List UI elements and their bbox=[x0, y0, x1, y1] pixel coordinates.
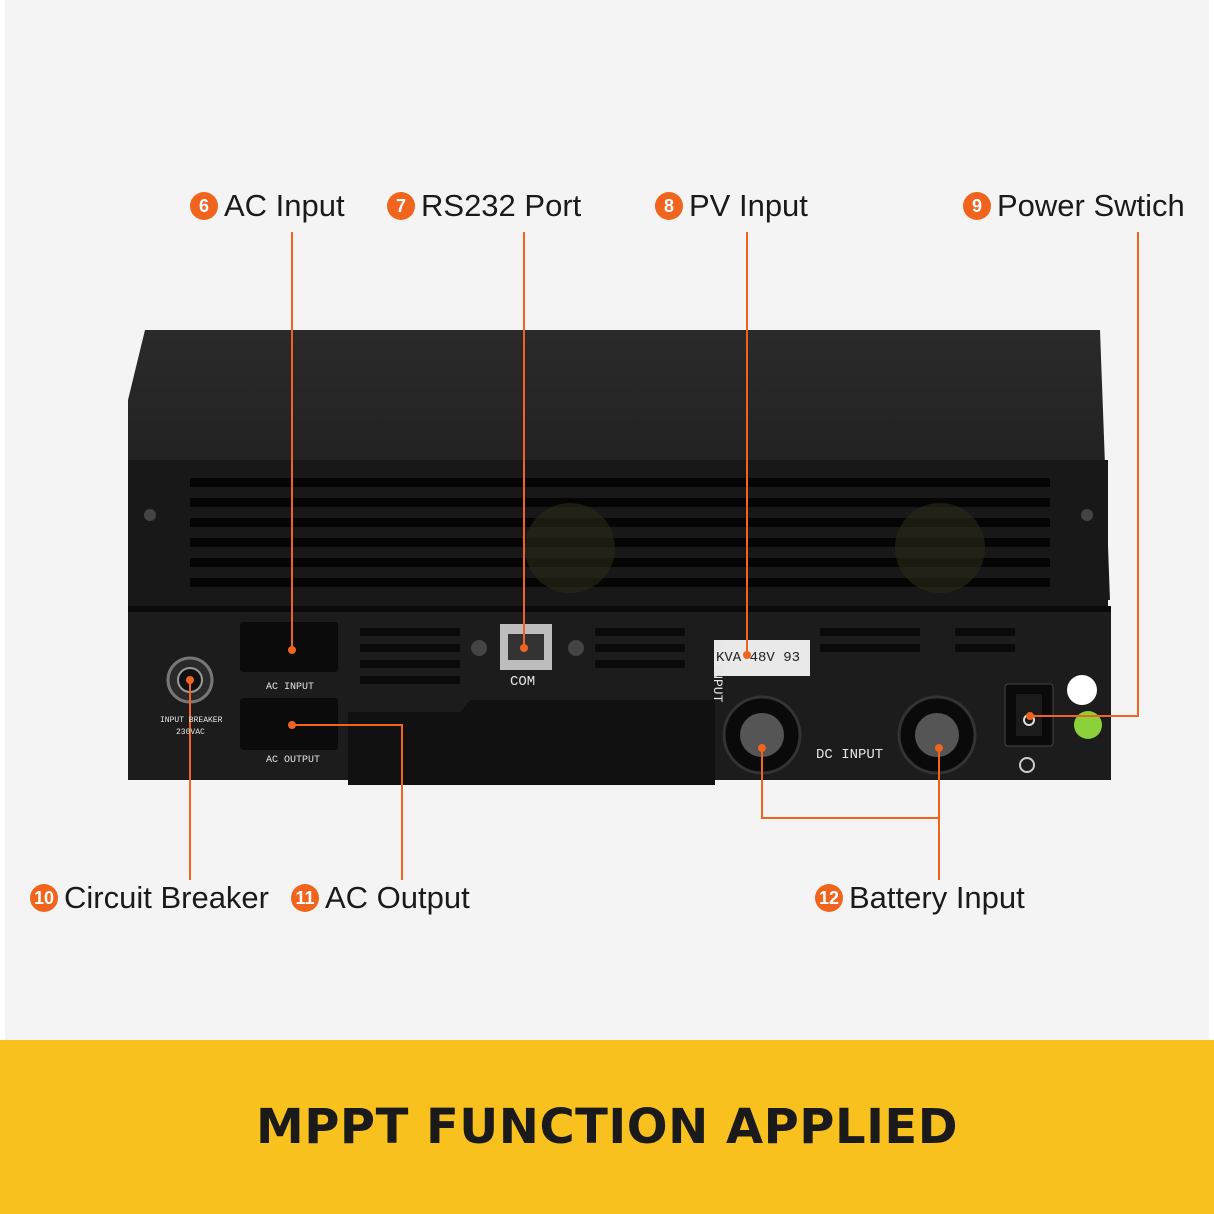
cert-sticker-white bbox=[1067, 675, 1097, 705]
ac-input-label: AC INPUT bbox=[266, 682, 315, 693]
callout-number-badge: 11 bbox=[291, 884, 319, 912]
callout-label: Power Swtich bbox=[997, 188, 1185, 223]
callout-label: Battery Input bbox=[849, 880, 1025, 915]
callout-label: AC Output bbox=[325, 880, 470, 915]
breaker-label: INPUT BREAKER bbox=[160, 716, 223, 725]
banner-text: MPPT FUNCTION APPLIED bbox=[255, 1099, 959, 1155]
cover-plate bbox=[348, 700, 715, 785]
dc-input-label: DC INPUT bbox=[816, 747, 884, 763]
callout-number-badge: 9 bbox=[963, 192, 991, 220]
callout-label: RS232 Port bbox=[421, 188, 582, 223]
callout-ac-output: 11 AC Output bbox=[291, 880, 470, 916]
breaker-voltage-label: 230VAC bbox=[176, 728, 205, 737]
vent-slots bbox=[190, 478, 1050, 587]
callout-number-badge: 10 bbox=[30, 884, 58, 912]
callout-pv-input: 8 PV Input bbox=[655, 188, 808, 224]
callout-number-badge: 7 bbox=[387, 192, 415, 220]
leader-lines bbox=[189, 232, 1139, 880]
callout-rs232-port: 7 RS232 Port bbox=[387, 188, 581, 224]
callout-number-badge: 12 bbox=[815, 884, 843, 912]
fan-left bbox=[525, 503, 615, 593]
callout-power-switch: 9 Power Swtich bbox=[963, 188, 1185, 224]
com-label: COM bbox=[510, 674, 536, 690]
screw-right bbox=[1081, 509, 1093, 521]
feature-banner: MPPT FUNCTION APPLIED bbox=[0, 1040, 1214, 1214]
cert-sticker-green bbox=[1074, 711, 1102, 739]
callout-number-badge: 8 bbox=[655, 192, 683, 220]
callout-label: Circuit Breaker bbox=[64, 880, 269, 915]
power-symbol-icon bbox=[1019, 757, 1035, 773]
callout-number-badge: 6 bbox=[190, 192, 218, 220]
model-sticker bbox=[714, 640, 810, 676]
inverter-device bbox=[128, 232, 1139, 880]
fan-right bbox=[895, 503, 985, 593]
model-sticker-text: KVA 48V 93 bbox=[716, 650, 801, 666]
callout-label: AC Input bbox=[224, 188, 345, 223]
callout-ac-input: 6 AC Input bbox=[190, 188, 345, 224]
ac-output-label: AC OUTPUT bbox=[266, 755, 321, 766]
callout-battery-input: 12 Battery Input bbox=[815, 880, 1025, 916]
ac-input-socket bbox=[240, 622, 338, 672]
callout-label: PV Input bbox=[689, 188, 808, 223]
screw-left bbox=[144, 509, 156, 521]
callout-circuit-breaker: 10 Circuit Breaker bbox=[30, 880, 269, 916]
